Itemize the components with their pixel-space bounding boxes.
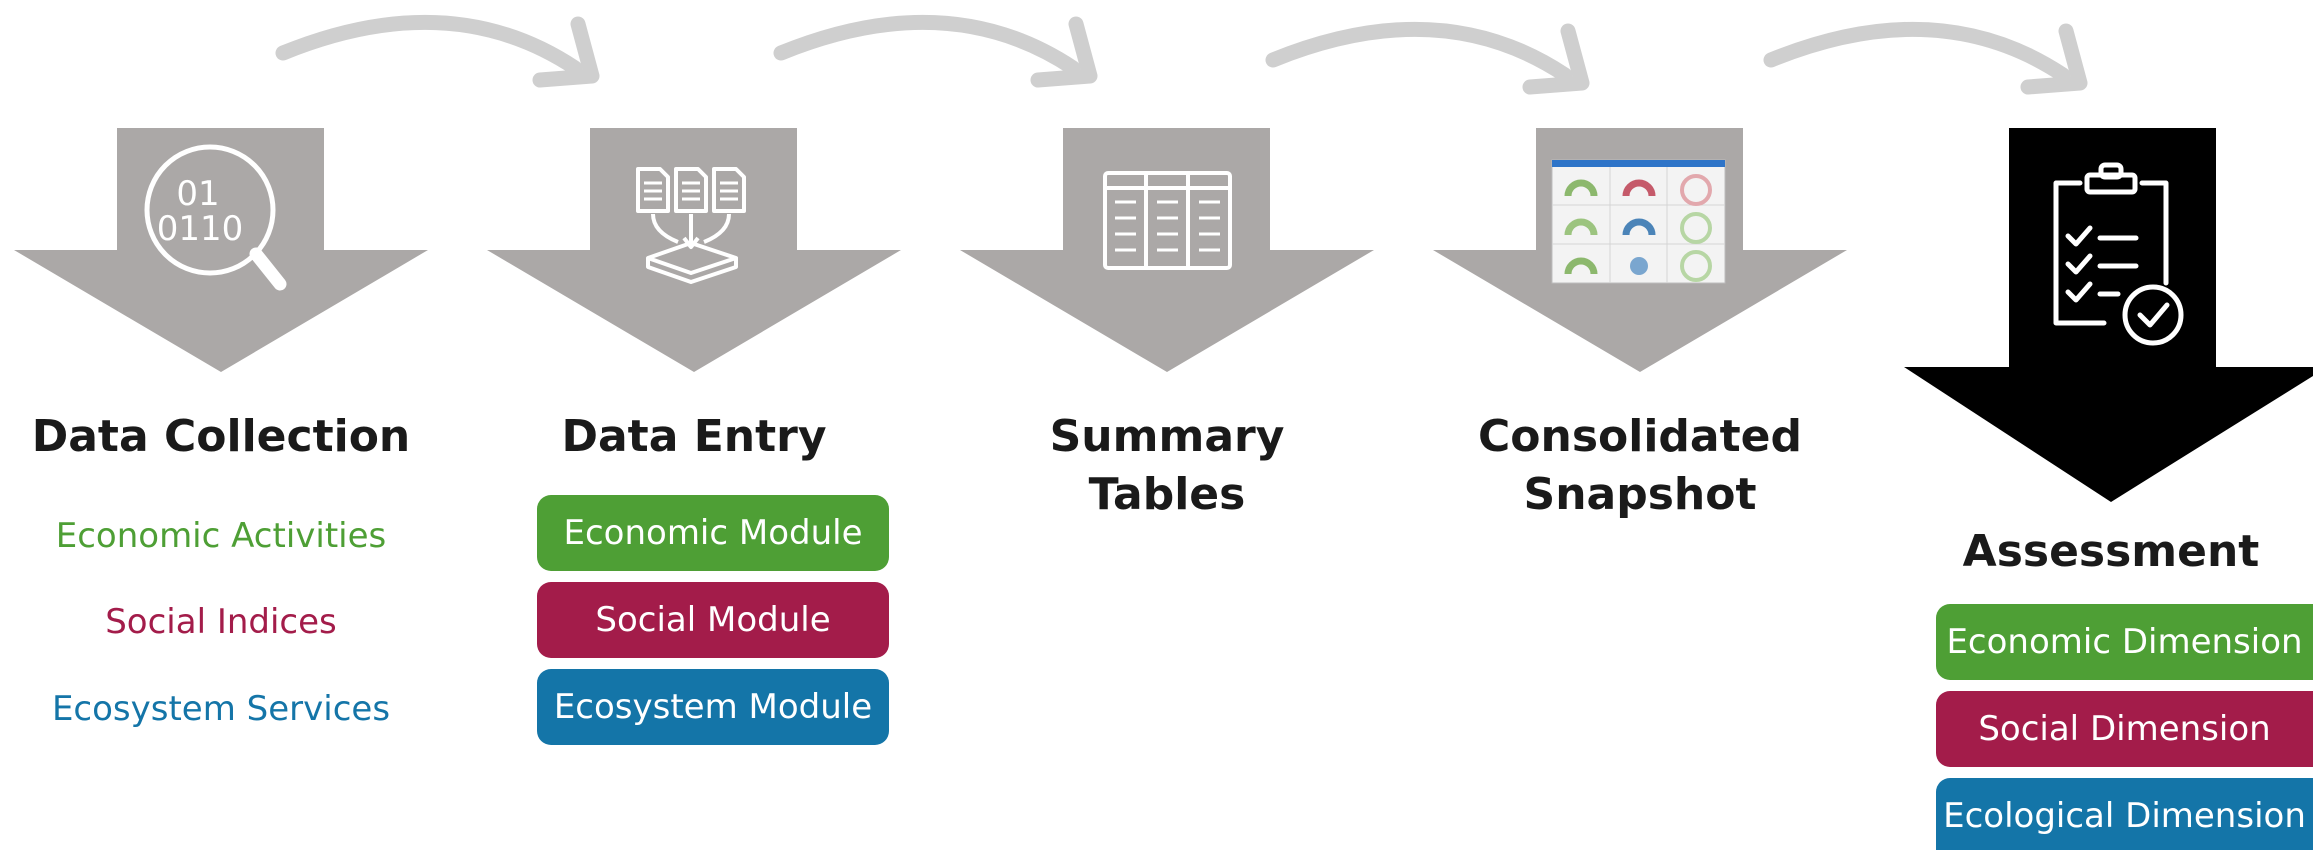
step-arrow-data-entry [487,128,901,372]
step-arrow-data-collection [14,128,428,372]
step-title-data-collection: Data Collection [31,411,411,462]
social-dimension-badge: Social Dimension [1936,691,2313,767]
ecosystem-module-badge: Ecosystem Module [537,669,889,745]
clipboard-checklist-icon [2053,162,2184,346]
step-title-summary-tables: Summary Tables [1049,411,1285,520]
step-arrow-assessment [1904,128,2313,502]
flow-arrow-1 [275,14,600,88]
item-social-indices: Social Indices [105,602,337,642]
flow-arrow-3 [1265,21,1590,95]
item-economic-activities: Economic Activities [55,516,387,556]
ecological-dimension-badge: Ecological Dimension [1936,778,2313,850]
binary-text-line1: 01 [176,174,219,214]
dashboard-thumbnail-icon [1551,159,1726,284]
binary-magnifier-icon: 01 0110 [144,144,287,291]
table-icon [1103,171,1232,270]
flow-arrow-2 [773,14,1098,88]
item-ecosystem-services: Ecosystem Services [51,689,391,729]
step-title-consolidated-snapshot: Consolidated Snapshot [1478,411,1802,520]
step-title-data-entry: Data Entry [561,411,827,462]
economic-dimension-badge: Economic Dimension [1936,604,2313,680]
binary-text-line2: 0110 [157,209,244,249]
economic-module-badge: Economic Module [537,495,889,571]
flow-arrow-4 [1763,21,2088,95]
social-module-badge: Social Module [537,582,889,658]
step-title-assessment: Assessment [1962,526,2260,577]
documents-into-box-icon [636,167,746,284]
